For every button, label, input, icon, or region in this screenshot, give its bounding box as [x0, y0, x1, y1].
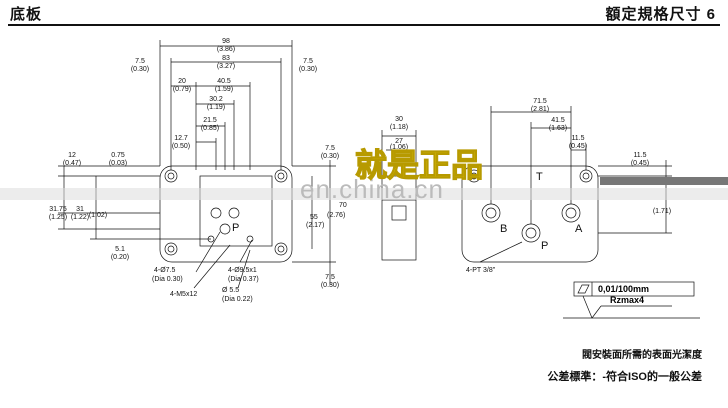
right-plate-outline [461, 165, 599, 263]
dim-71-5: 71.5 [533, 98, 547, 105]
dim-30-side-in: (1.18) [390, 124, 408, 131]
dim-12-7: 12.7 [174, 135, 188, 142]
mount-hole [164, 242, 178, 256]
dim-7-5-right-in: (0.30) [299, 66, 317, 73]
tolerance-standard-note: 公差標準：-符合ISO的一般公差 [547, 371, 702, 383]
dim-5-1-in: (0.20) [111, 254, 129, 261]
dim-70: 70 [339, 202, 347, 209]
dim-7-5-left-in: (0.30) [131, 66, 149, 73]
dim-21-5-in: (0.85) [201, 125, 219, 132]
dim-7-5-right: 7.5 [303, 58, 313, 65]
dim-55-in: (2.17) [306, 222, 324, 229]
dim-83-in: (3.27) [217, 63, 235, 70]
header-rule [8, 24, 720, 26]
side-bolt [391, 205, 407, 221]
dim-31-in: (1.22) [71, 214, 89, 221]
dim-98-in: (3.86) [217, 46, 235, 53]
dim-41-5-in: (1.63) [549, 125, 567, 132]
dim-30-2-in: (1.19) [207, 104, 225, 111]
dim-40-5-in: (1.59) [215, 86, 233, 93]
dim-5-1: 5.1 [115, 246, 125, 253]
dim-12-left-in: (0.47) [63, 160, 81, 167]
flatness-value: 0,01/100mm [598, 284, 649, 294]
dim-31: 31 [76, 206, 84, 213]
dim-20: 20 [178, 78, 186, 85]
dim-1-71-in: (1.71) [653, 208, 671, 215]
port-label-p: P [541, 240, 548, 252]
dim-83: 83 [222, 55, 230, 62]
dim-7-5-bottom-in: (0.30) [321, 282, 339, 289]
callout-pin-dia: Ø 5.5 [222, 287, 239, 294]
dim-20-in: (0.79) [173, 86, 191, 93]
stamp-text: 就是正品 [355, 147, 483, 183]
watermark-band [0, 188, 728, 200]
port-label-p-left: P [232, 222, 239, 234]
port-hole [219, 223, 231, 235]
dim-70-in: (2.76) [327, 212, 345, 219]
port-hole [228, 207, 240, 219]
dim-7-5-top: 7.5 [325, 145, 335, 152]
dim-98: 98 [222, 38, 230, 45]
dim-11-5-top: 11.5 [571, 135, 584, 142]
dim-27-side-in: (1.06) [390, 144, 408, 151]
dim-31-75: 31.75 [49, 206, 67, 213]
surface-finish-note: 閥安裝面所需的表面光潔度 [582, 350, 702, 361]
dim-7-5-top-in: (0.30) [321, 153, 339, 160]
callout-counterbore-in: (Dia 0.37) [228, 276, 259, 283]
dim-11-5-side-in: (0.45) [631, 160, 649, 167]
section-title: 底板 [10, 6, 43, 23]
dim-30-2: 30.2 [209, 96, 223, 103]
port-b [481, 203, 501, 223]
mount-hole [274, 242, 288, 256]
dim-40-5: 40.5 [217, 78, 231, 85]
mount-hole [164, 169, 178, 183]
watermark-text: en.china.cn [300, 174, 444, 204]
page-header: 底板 額定規格尺寸 6 [0, 0, 728, 28]
authenticity-stamp: 就是正品 [354, 146, 483, 183]
dim-12-left: 12 [68, 152, 76, 159]
roughness-value: Rzmax4 [610, 295, 644, 305]
spec-title: 額定規格尺寸 6 [605, 6, 716, 23]
callout-hole-dia: 4-Ø7.5 [154, 267, 176, 274]
dim-0-75-in: (0.03) [109, 160, 127, 167]
dim-71-5-in: (2.81) [531, 106, 549, 113]
dim-41-5: 41.5 [551, 117, 565, 124]
callout-pin-dia-in: (Dia 0.22) [222, 296, 253, 303]
side-view-body [381, 175, 417, 261]
dim-11-5-side: 11.5 [633, 152, 646, 159]
port-label-t: T [536, 171, 543, 183]
callout-hole-dia-in: (Dia 0.30) [152, 276, 183, 283]
port-label-b: B [500, 223, 507, 235]
mount-hole [274, 169, 288, 183]
dim-7-5-left: 7.5 [135, 58, 145, 65]
dim-21-5: 21.5 [203, 117, 217, 124]
dim-11-5-top-in: (0.45) [569, 143, 587, 150]
dim-1-02-in: (1.02) [89, 212, 107, 219]
dim-31-75-in: (1.25) [49, 214, 67, 221]
watermark-bar [600, 177, 728, 185]
callout-thread: 4-M5x12 [170, 291, 197, 298]
dim-12-7-in: (0.50) [172, 143, 190, 150]
dim-27-side: 27 [395, 138, 403, 145]
dim-7-5-bottom: 7.5 [325, 274, 335, 281]
callout-pt-thread: 4-PT 3/8" [466, 267, 496, 274]
port-hole [210, 207, 222, 219]
dim-0-75: 0.75 [111, 152, 125, 159]
callout-counterbore: 4-Ø9.5x1 [228, 267, 257, 274]
dim-30-side: 30 [395, 116, 403, 123]
port-p [521, 223, 541, 243]
port-label-a: A [575, 223, 583, 235]
left-plate-inner [199, 175, 273, 247]
port-a [561, 203, 581, 223]
left-plate-outline [159, 165, 293, 263]
dim-55: 55 [310, 214, 318, 221]
